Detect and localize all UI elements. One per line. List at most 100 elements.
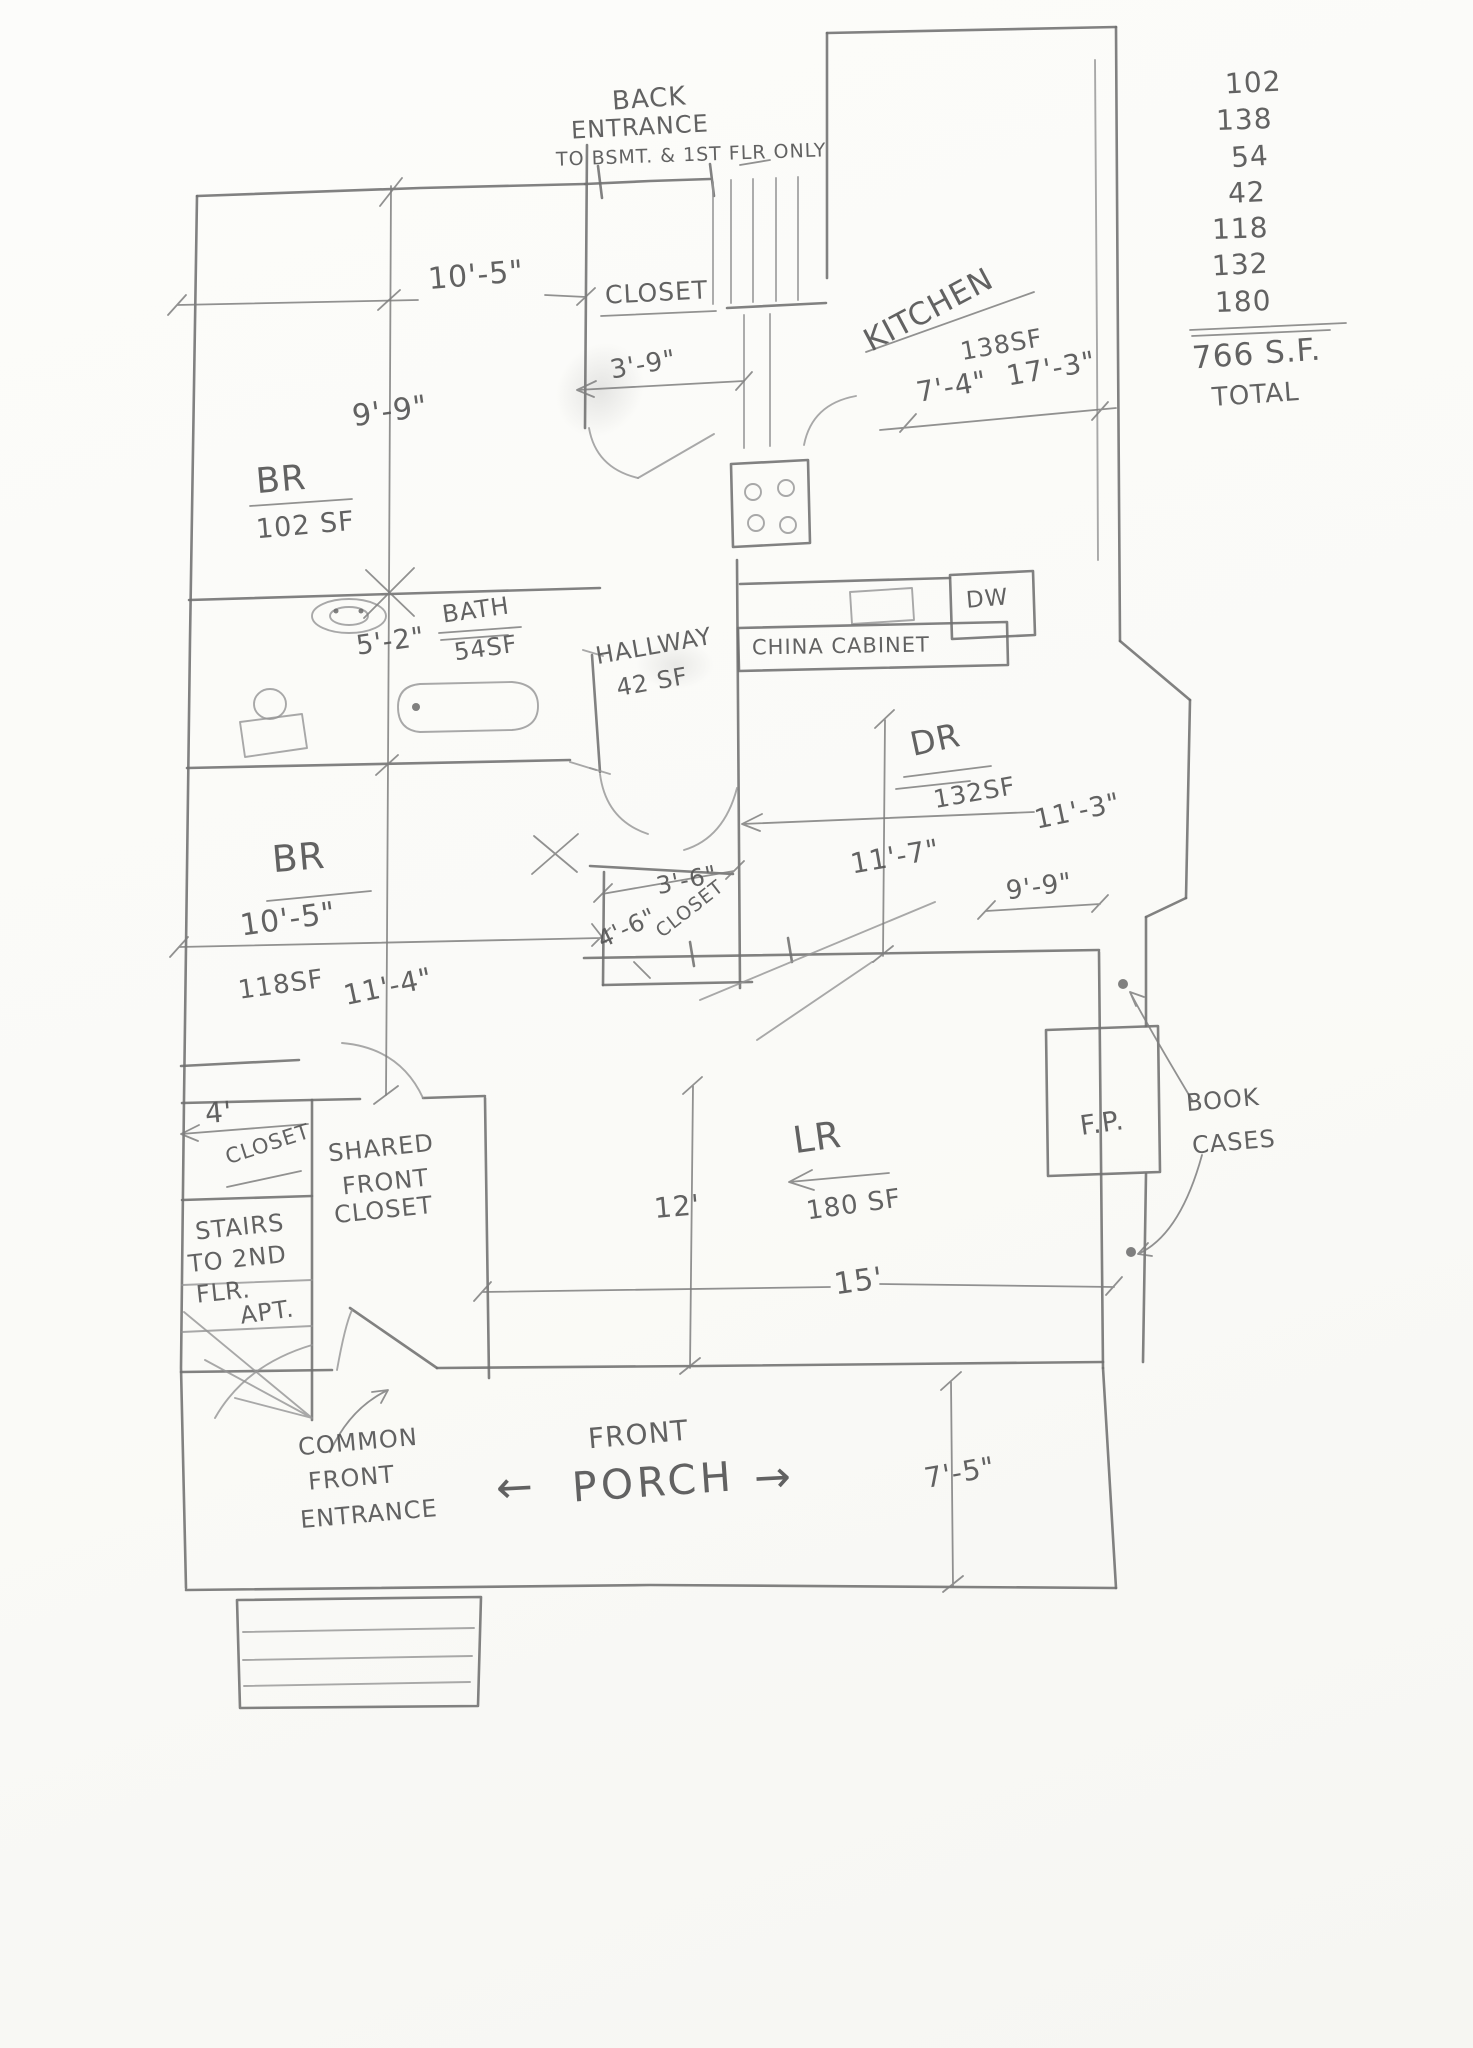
area-summary-total-label: TOTAL	[1211, 376, 1301, 414]
bookcase-niche-right-wall	[1141, 915, 1148, 1364]
dim-3-9	[576, 371, 753, 398]
dim-3-6	[593, 860, 745, 903]
hall-west-wall-ticks	[582, 649, 611, 775]
br1-label: BR	[254, 457, 308, 503]
x-mark	[531, 833, 579, 875]
kitchen-right-outer-wall	[1114, 25, 1122, 643]
dim-11-7	[872, 709, 895, 963]
front-wall	[179, 1360, 1105, 1374]
dim-7-5	[940, 1371, 964, 1593]
lr-underline-arrow	[788, 1169, 890, 1191]
stove-icon	[729, 458, 812, 549]
bath-sink-icon	[239, 688, 308, 758]
kitchen-sink-icon	[849, 587, 915, 625]
porch-bottom-edge	[184, 1583, 1118, 1592]
dim-lr-depth: 12'	[652, 1188, 702, 1225]
hall-dr-door-arc	[683, 787, 738, 851]
fireplace-box	[1044, 1024, 1162, 1178]
kitchen-top-wall	[825, 25, 1118, 35]
bathtub-icon	[397, 681, 539, 733]
mid-closet-west-wall	[601, 870, 606, 987]
door-swings	[363, 395, 936, 1041]
br2-label: BR	[270, 833, 327, 882]
basement-stair-chase	[743, 313, 771, 449]
closet-left-underline	[226, 1170, 302, 1188]
br2-door-arc	[341, 1042, 424, 1099]
back-entrance-top-wall	[583, 177, 712, 186]
area-summary-value: 42	[1227, 175, 1267, 210]
china-cabinet-label: CHINA CABINET	[751, 632, 931, 660]
area-summary-value: 54	[1229, 138, 1270, 175]
shared-closet-right-wall	[483, 1096, 491, 1380]
bookcase-markers	[1118, 979, 1203, 1257]
area-summary-value: 132	[1211, 246, 1270, 283]
dim-kitchen	[879, 401, 1117, 433]
dr-underline	[895, 765, 992, 790]
dim-10-5-top	[167, 287, 596, 316]
top-closet-door-leaf	[637, 433, 715, 479]
common-entrance-arrow	[329, 1389, 389, 1453]
mid-closet-top-wall	[588, 864, 735, 876]
toilet-icon	[311, 598, 387, 634]
sum-underline	[1189, 322, 1347, 337]
china-cabinet-box	[736, 620, 1010, 673]
dim-12	[679, 1076, 703, 1375]
bookcase-arrow-top	[1129, 991, 1193, 1101]
dim-left-closet-width: 4'	[203, 1094, 234, 1131]
top-closet-door-arc	[588, 427, 639, 479]
dr-right-wall	[1184, 698, 1192, 900]
shared-closet-top-wall	[310, 1094, 487, 1102]
dishwasher-box	[948, 569, 1037, 641]
br2-underline	[266, 890, 372, 902]
area-summary-value: 118	[1211, 211, 1270, 246]
dim-4	[180, 1123, 309, 1142]
top-closet-label: CLOSET	[604, 275, 709, 310]
hall-west-wall	[590, 653, 602, 774]
lr-top-wall	[582, 948, 1101, 960]
dim-lr-width: 15'	[831, 1260, 886, 1303]
text-underlines	[226, 159, 1347, 1453]
hall-br2-door-arc	[599, 773, 649, 835]
dim-15	[473, 1276, 1123, 1302]
dimension-lines	[167, 177, 1123, 1593]
br1-top-wall	[195, 182, 587, 198]
area-summary-value: 102	[1224, 64, 1283, 101]
lr-label: LR	[790, 1112, 845, 1163]
dr-lr-opening-slash	[699, 901, 936, 1041]
bath-underline	[438, 626, 522, 641]
front-stairs-hatching	[181, 1279, 313, 1419]
left-closet-top-wall	[180, 1098, 314, 1105]
kitchen-right-inner-wall	[1094, 59, 1099, 561]
br1-underline	[249, 498, 353, 507]
porch-right-edge	[1101, 1366, 1118, 1590]
bookcase-arrow-bottom	[1137, 1154, 1203, 1257]
porch-arrow-right-icon: →	[752, 1451, 794, 1504]
kitchen-counter	[736, 569, 1037, 673]
area-summary-value: 138	[1215, 102, 1274, 137]
dim-4-6-ticks	[591, 923, 651, 979]
mid-closet-bottom-wall	[601, 980, 754, 987]
dishwasher-label: DW	[964, 584, 1010, 614]
back-stairs-bottom	[725, 301, 828, 310]
porch-arrow-left-icon: ←	[494, 1461, 536, 1514]
closet-top-underline	[600, 310, 717, 317]
area-summary-value: 180	[1214, 284, 1273, 319]
dr-bottom-angle-wall	[1144, 896, 1188, 919]
kitchen-dr-diagonal-wall	[1118, 639, 1192, 702]
lr-right-wall	[1097, 950, 1105, 1370]
front-door-arc	[336, 1309, 353, 1371]
left-outer-wall	[179, 194, 199, 1590]
kitchen-hall-door-arc	[803, 395, 857, 446]
back-stairs-treads	[730, 176, 799, 304]
front-door-leaf	[348, 1306, 439, 1370]
br2-bottom-wall	[179, 1058, 301, 1068]
dim-11-3	[741, 811, 1035, 832]
dim-br2-10-5	[169, 927, 611, 958]
first-flr-underline	[739, 159, 771, 166]
walls	[179, 25, 1192, 1592]
fireplace-label: F.P.	[1078, 1105, 1127, 1142]
dim-9-9-right	[977, 894, 1109, 920]
top-closet-west-wall	[583, 143, 589, 430]
bath-bottom-wall	[185, 758, 572, 770]
